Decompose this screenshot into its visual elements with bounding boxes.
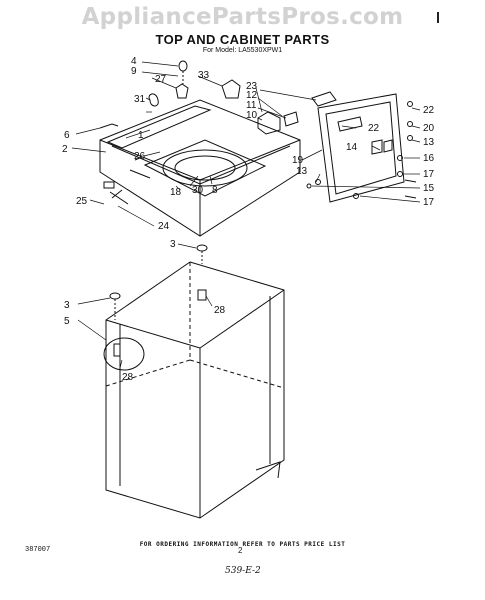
callout-13-lid: 13 — [423, 137, 435, 148]
knob-4 — [178, 60, 188, 72]
callout-17-upper: 17 — [423, 169, 435, 180]
callout-2: 2 — [62, 144, 68, 155]
hinge-33 — [221, 79, 241, 99]
callout-8: 8 — [212, 185, 218, 196]
detail-oval — [103, 337, 145, 371]
actuator-12 — [283, 111, 299, 127]
callout-6: 6 — [64, 130, 70, 141]
handwritten-note: 539-E-2 — [225, 566, 261, 576]
callout-17-lower: 17 — [423, 197, 435, 208]
callout-33: 33 — [198, 70, 210, 81]
callout-3-top: 3 — [170, 239, 176, 250]
callout-5: 5 — [64, 316, 70, 327]
callout-22-lid: 22 — [368, 123, 380, 134]
callout-10: 10 — [246, 110, 258, 121]
callout-1: 1 — [138, 130, 144, 141]
callout-25: 25 — [76, 196, 88, 207]
mounting-clip — [103, 181, 115, 189]
callout-18: 18 — [170, 187, 182, 198]
callout-31: 31 — [134, 94, 146, 105]
part-31 — [148, 93, 159, 107]
switch-10 — [257, 111, 281, 135]
callout-19: 19 — [292, 155, 304, 166]
callout-20: 20 — [423, 123, 435, 134]
part-27 — [175, 83, 189, 99]
document-number: 387007 — [25, 546, 51, 554]
watermark: AppliancePartsPros.com — [81, 4, 404, 30]
corner-mark — [437, 12, 439, 23]
callout-4: 4 — [131, 56, 137, 67]
page-number: 2 — [238, 546, 243, 555]
diagram-title: TOP AND CABINET PARTS — [155, 32, 330, 47]
callout-30: 30 — [192, 185, 204, 196]
ordering-footer-note: FOR ORDERING INFORMATION REFER TO PARTS … — [139, 541, 346, 548]
front-bracket — [109, 189, 129, 205]
washer-top-panel — [99, 99, 301, 237]
callout-11: 11 — [246, 100, 257, 111]
strike-23 — [311, 91, 337, 107]
callout-15: 15 — [423, 183, 435, 194]
callout-3-left: 3 — [64, 300, 70, 311]
callout-23: 23 — [246, 81, 258, 92]
callout-26: 26 — [134, 151, 146, 162]
screw-6 — [99, 123, 119, 129]
callout-16: 16 — [423, 153, 435, 164]
callout-12: 12 — [246, 90, 258, 101]
callout-13-left: 13 — [296, 166, 308, 177]
callout-22-right: 22 — [423, 105, 435, 116]
callout-24: 24 — [158, 221, 170, 232]
callout-14: 14 — [346, 142, 358, 153]
callout-27: 27 — [155, 74, 167, 85]
model-subtitle: For Model: LA5530XPW1 — [202, 47, 283, 54]
callout-9: 9 — [131, 66, 137, 77]
callout-28-lower: 28 — [122, 372, 134, 383]
lid-hinge-14 — [371, 139, 383, 155]
callout-28-upper: 28 — [214, 305, 226, 316]
washer-lid — [317, 93, 405, 203]
washer-cabinet — [105, 261, 285, 519]
clip-28-upper — [197, 289, 207, 301]
